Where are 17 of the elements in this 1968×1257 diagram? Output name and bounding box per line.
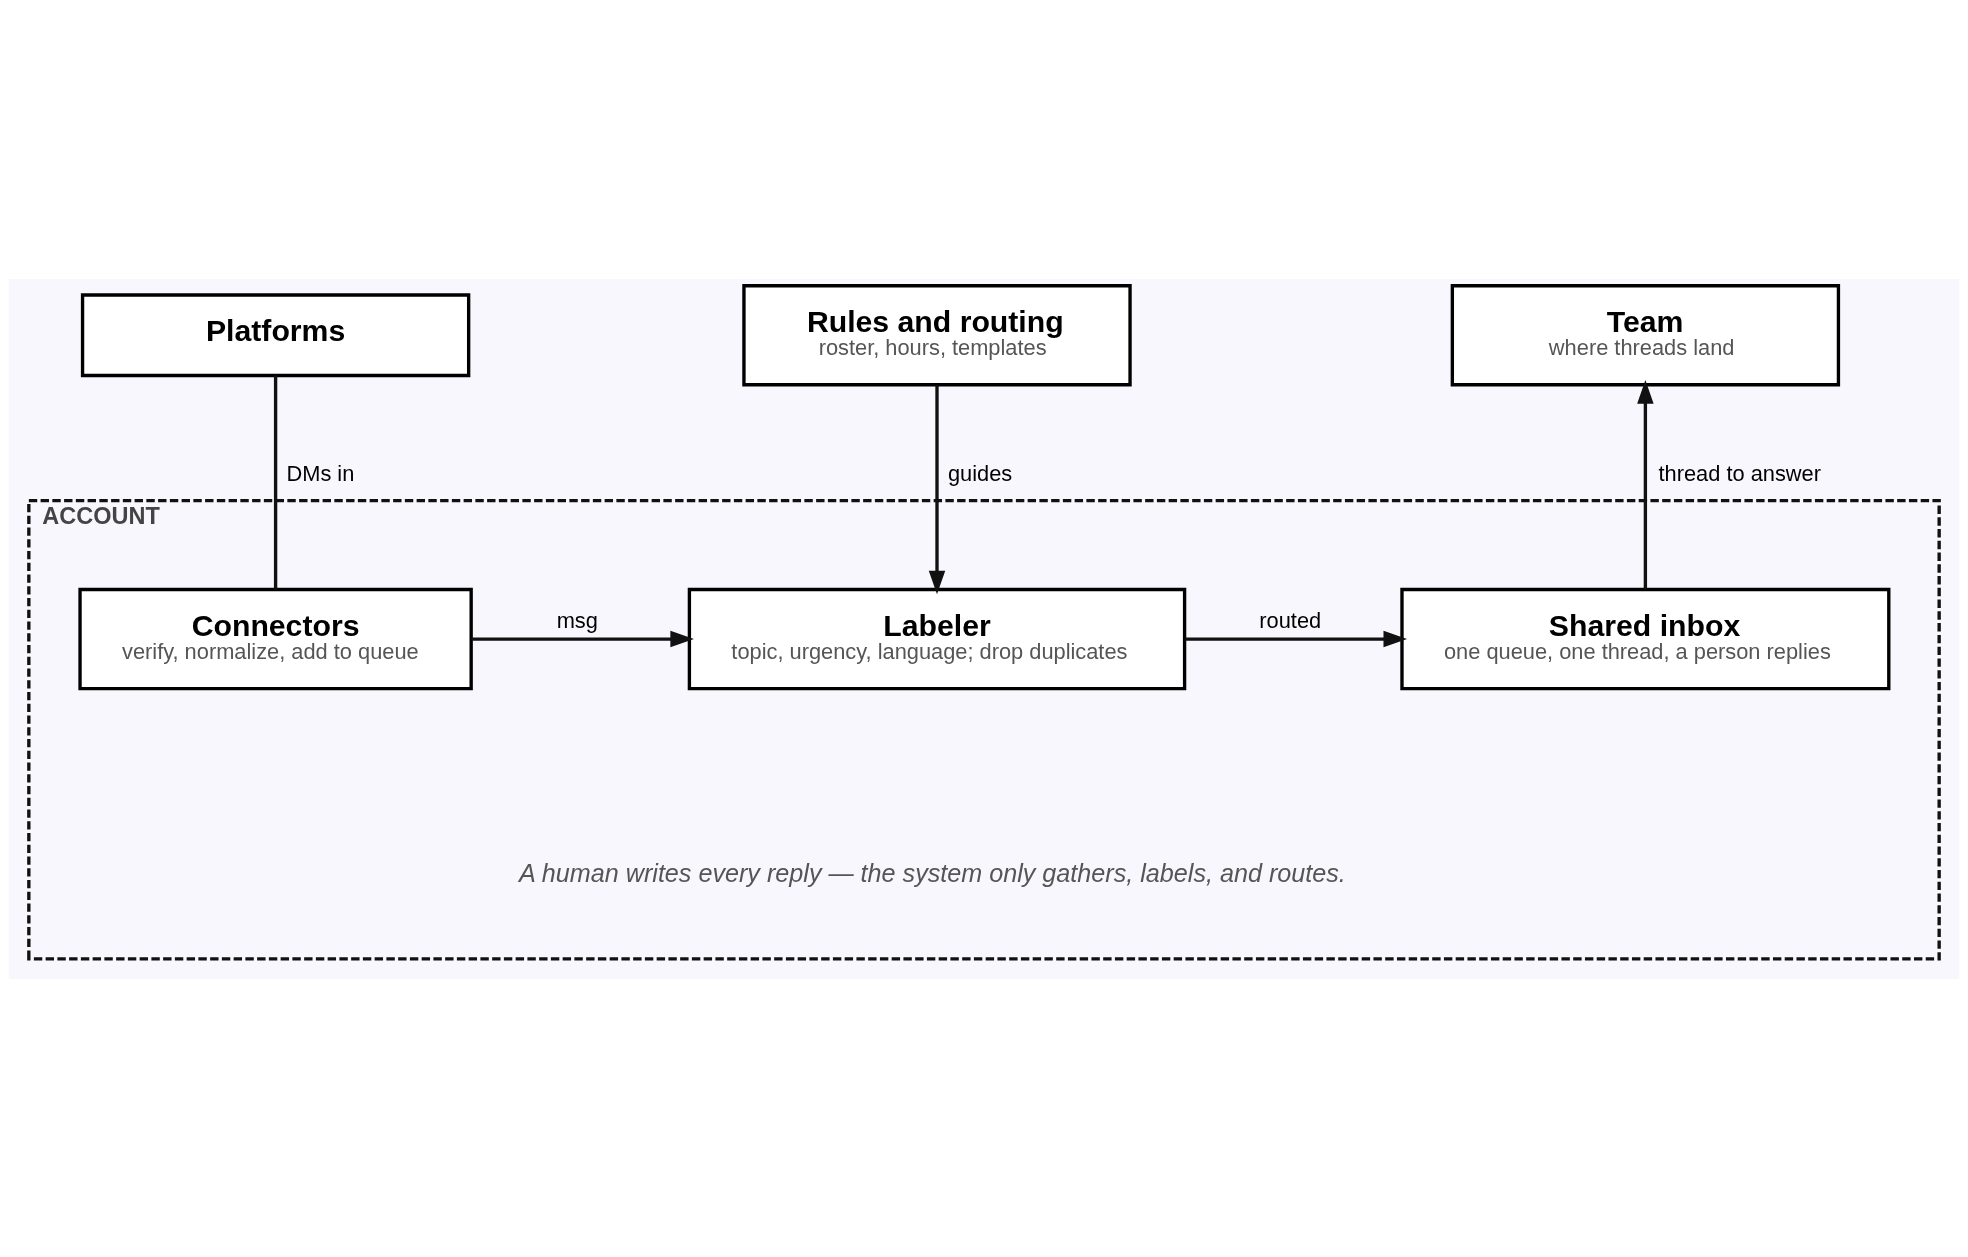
edge-label: thread to answer — [1658, 460, 1821, 486]
edge-label: msg — [556, 607, 598, 633]
label: A human writes every reply — the system only gathers, labels, and routes. — [519, 858, 1346, 887]
arrow — [928, 384, 946, 594]
arrow — [1184, 630, 1408, 647]
arrow — [471, 630, 694, 647]
node-box: Rules and routing roster, hours, templates — [742, 283, 1132, 386]
node-box: Shared inbox one queue, one thread, a person replies — [1400, 587, 1891, 690]
edge-label: guides — [947, 460, 1013, 486]
connector — [273, 375, 278, 589]
arrow — [1637, 379, 1654, 589]
edge-label: DMs in — [286, 460, 355, 486]
node-box: Team where threads land — [1450, 283, 1841, 386]
node-box: Labeler topic, urgency, language; drop duplicates — [687, 587, 1187, 690]
node-box: Platforms — [80, 292, 471, 377]
edge-label: routed — [1259, 607, 1322, 633]
node-box: Connectors verify, normalize, add to queue — [78, 587, 473, 690]
